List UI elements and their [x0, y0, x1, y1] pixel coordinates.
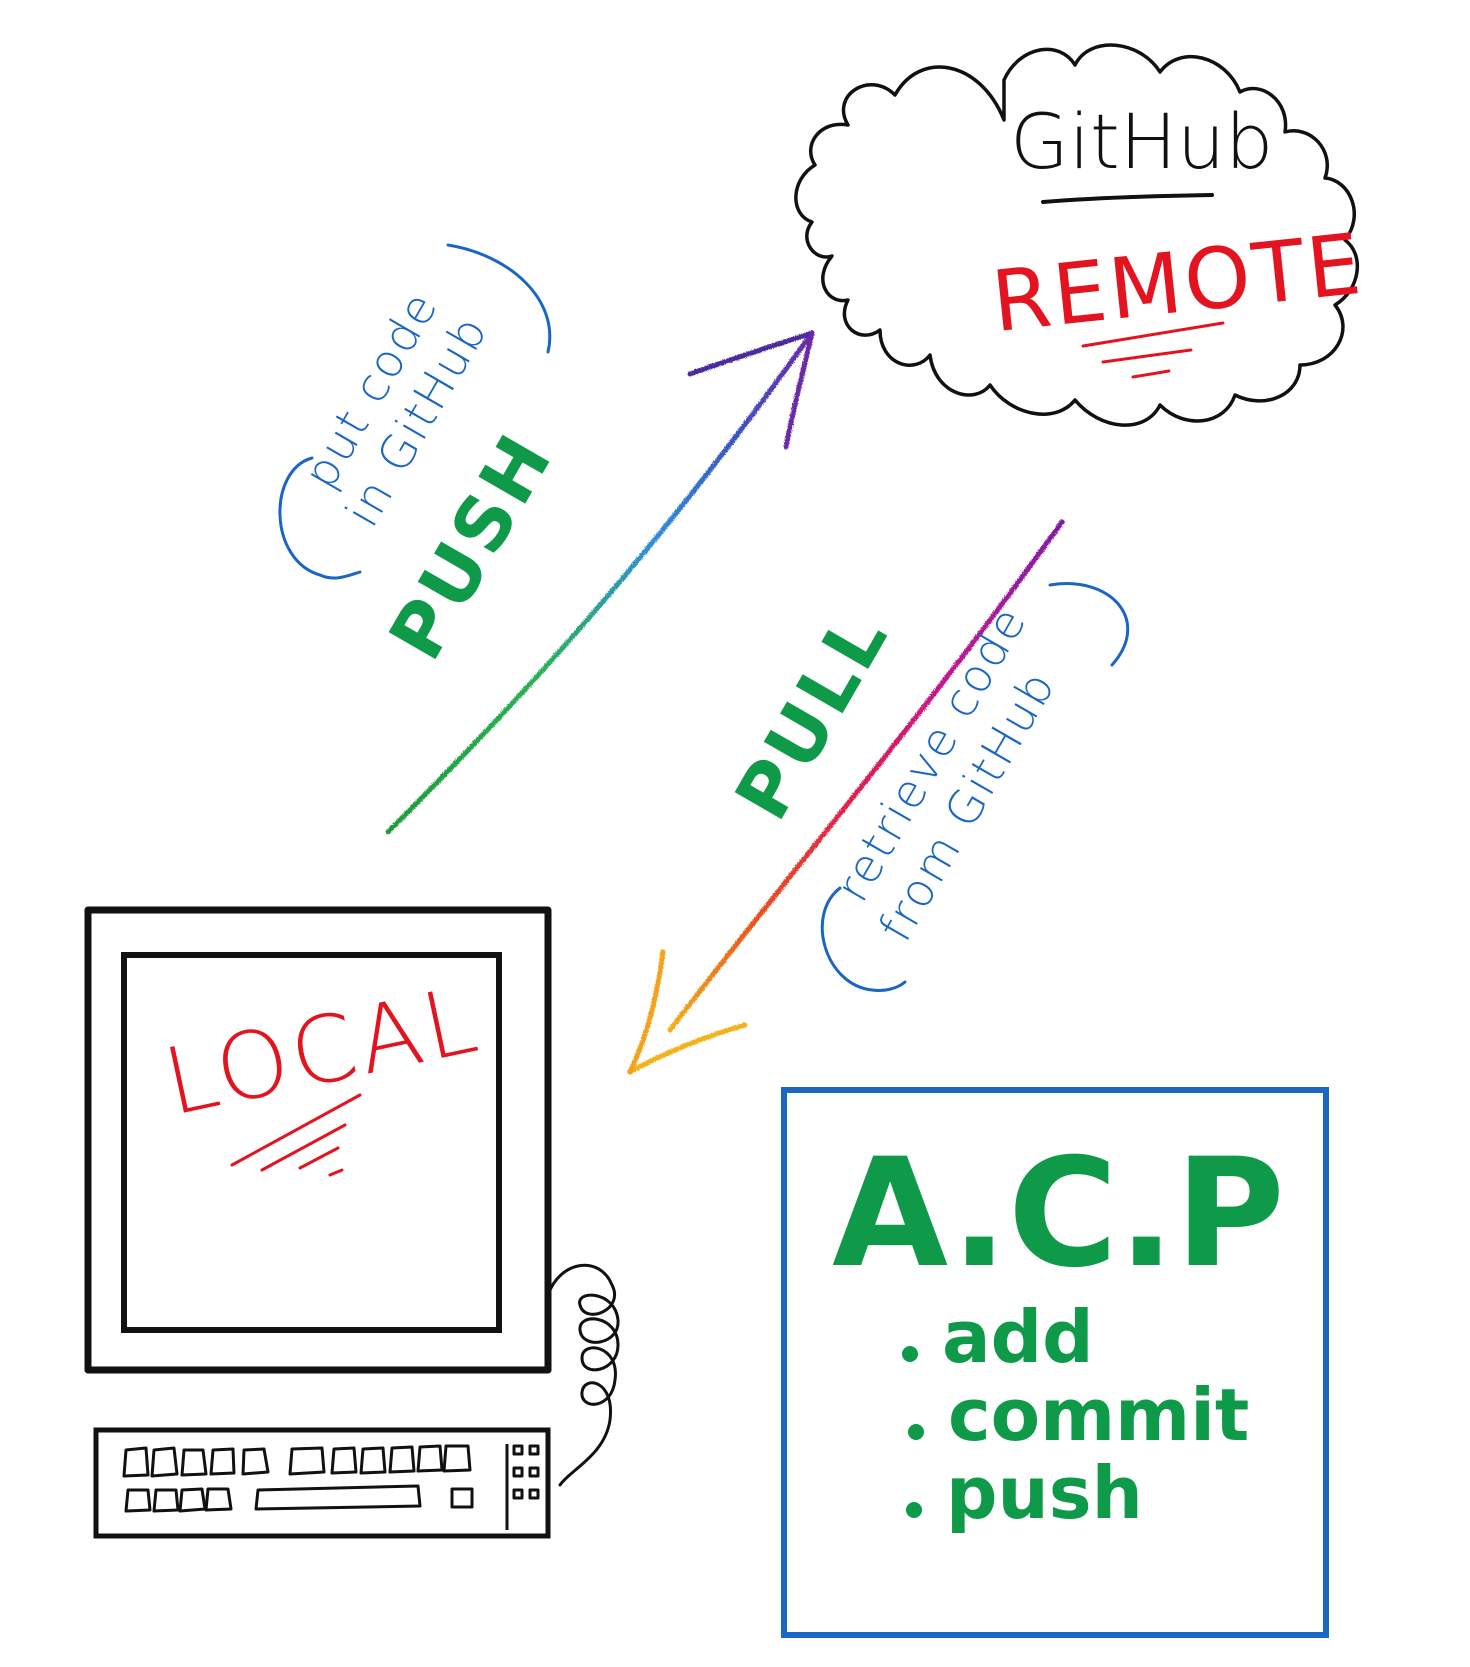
- push-note-bracket-right: [446, 243, 552, 354]
- arrow-down-left-icon: [667, 519, 1065, 1033]
- push-annotation: PUSH put code in GitHub: [278, 243, 570, 674]
- acp-item-commit: commit: [948, 1373, 1249, 1457]
- computer-monitor-icon: [84, 906, 552, 1374]
- keyboard-icon: [93, 1427, 551, 1539]
- remote-title-underline: [1041, 193, 1214, 204]
- acp-title: A.C.P: [832, 1127, 1285, 1301]
- push-note-bracket-left: [278, 456, 362, 580]
- push-arrow: [385, 330, 815, 835]
- remote-underline-marks: [1081, 321, 1225, 379]
- remote-cloud: GitHub REMOTE: [794, 43, 1368, 427]
- acp-frame: [781, 1087, 1329, 1638]
- arrow-up-right-icon: [385, 330, 815, 835]
- local-computer: LOCAL: [84, 906, 620, 1539]
- computer-cable: [546, 1263, 620, 1487]
- acp-bullet-commit: [908, 1424, 924, 1440]
- cloud-icon: [794, 43, 1360, 427]
- local-title: LOCAL: [155, 966, 489, 1137]
- acp-item-add: add: [942, 1295, 1094, 1379]
- pull-annotation: PULL retrieve code from GitHub: [719, 582, 1130, 992]
- computer-screen: [121, 952, 502, 1333]
- pull-note-bracket-right: [1048, 582, 1130, 667]
- acp-box: A.C.P add commit push: [781, 1087, 1329, 1638]
- acp-item-push: push: [946, 1451, 1143, 1535]
- acp-bullet-add: [902, 1346, 918, 1362]
- pull-note-bracket-left: [820, 886, 907, 992]
- pull-arrow: [627, 519, 1065, 1075]
- remote-title: GitHub: [1010, 97, 1273, 186]
- acp-bullet-push: [906, 1502, 922, 1518]
- local-underline-marks: [230, 1093, 362, 1177]
